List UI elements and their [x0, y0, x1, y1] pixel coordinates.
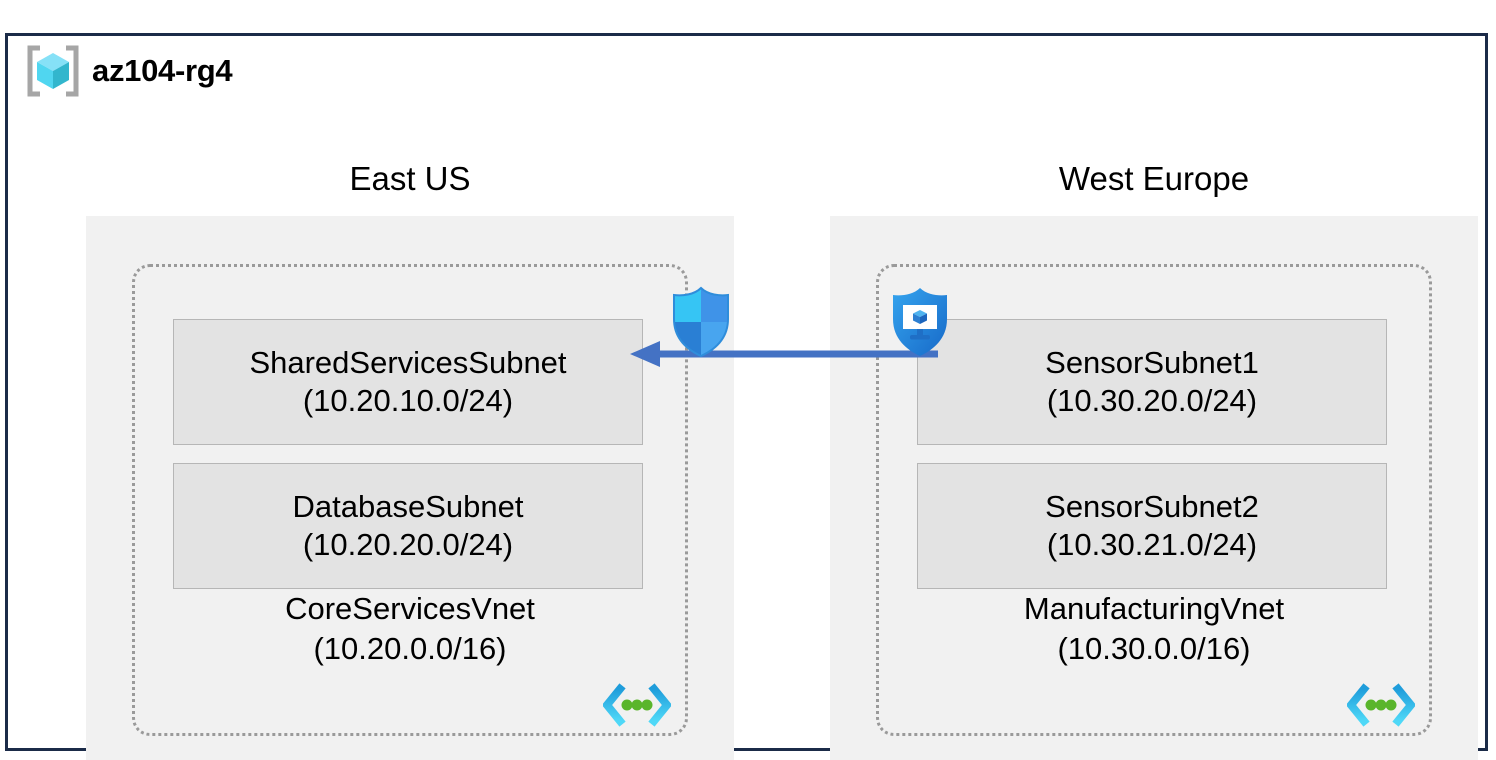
subnet-database: DatabaseSubnet (10.20.20.0/24) [173, 463, 643, 589]
resource-group-label: az104-rg4 [18, 40, 243, 102]
resource-group-container: az104-rg4 East US SharedServicesSubnet (… [5, 33, 1488, 760]
region-body: SensorSubnet1 (10.30.20.0/24) SensorSubn… [830, 216, 1478, 760]
region-title: East US [349, 160, 471, 197]
region-body: SharedServicesSubnet (10.20.10.0/24) Dat… [86, 216, 734, 760]
vnet-cidr: (10.20.0.0/16) [313, 630, 507, 666]
subnet-shared-services: SharedServicesSubnet (10.20.10.0/24) [173, 319, 643, 445]
region-title: West Europe [1058, 160, 1250, 197]
application-security-group-shield-icon [887, 285, 953, 359]
subnet-sensor-1: SensorSubnet1 (10.30.20.0/24) [917, 319, 1387, 445]
subnet-name: SharedServicesSubnet [249, 344, 567, 380]
vnet-core-services: SharedServicesSubnet (10.20.10.0/24) Dat… [132, 264, 729, 736]
subnet-name: SensorSubnet1 [1045, 344, 1259, 380]
vnet-manufacturing: SensorSubnet1 (10.30.20.0/24) SensorSubn… [876, 264, 1432, 736]
subnet-cidr: (10.20.20.0/24) [302, 527, 514, 562]
region-west-europe: West Europe SensorSubnet1 (10.30.20.0/24… [830, 160, 1478, 760]
resource-group-cube-icon [22, 40, 84, 102]
resource-group-name: az104-rg4 [92, 53, 233, 88]
subnet-sensor-2: SensorSubnet2 (10.30.21.0/24) [917, 463, 1387, 589]
subnet-cidr: (10.20.10.0/24) [302, 383, 514, 418]
subnet-name: SensorSubnet2 [1045, 488, 1259, 524]
vnet-cidr: (10.30.0.0/16) [1057, 630, 1251, 666]
virtual-network-icon [601, 683, 673, 727]
region-east-us: East US SharedServicesSubnet (10.20.10.0… [86, 160, 734, 760]
subnet-cidr: (10.30.21.0/24) [1046, 527, 1258, 562]
vnet-name: CoreServicesVnet [285, 591, 535, 626]
network-security-group-shield-icon [668, 285, 734, 359]
vnet-name: ManufacturingVnet [1023, 591, 1285, 626]
vnet-label: ManufacturingVnet (10.30.0.0/16) [879, 589, 1429, 668]
virtual-network-icon [1345, 683, 1417, 727]
subnet-name: DatabaseSubnet [292, 488, 524, 524]
vnet-label: CoreServicesVnet (10.20.0.0/16) [135, 589, 685, 668]
subnet-cidr: (10.30.20.0/24) [1046, 383, 1258, 418]
